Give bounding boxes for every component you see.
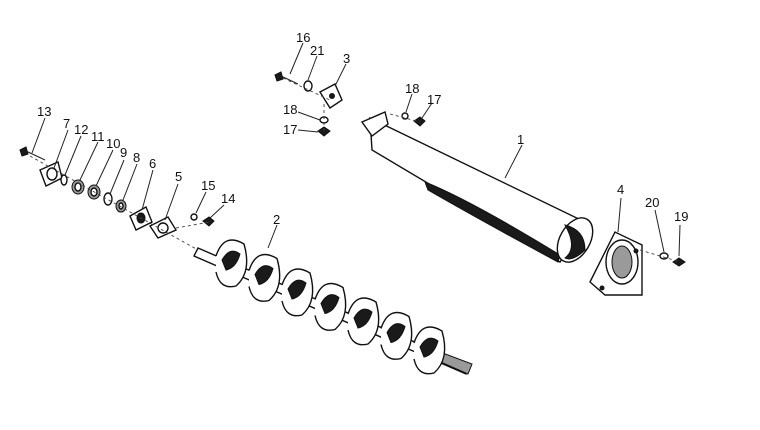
bearing-flange-part-5 (148, 216, 178, 239)
callout-14: 14 (221, 191, 235, 206)
callout-1: 1 (517, 132, 524, 147)
callout-18a: 18 (283, 102, 297, 117)
nut-part-17a (317, 126, 331, 137)
callout-17b: 17 (427, 92, 441, 107)
callout-13: 13 (37, 104, 51, 119)
circlip-part-12 (60, 174, 68, 186)
callout-3: 3 (343, 51, 350, 66)
washer-part-18b (401, 112, 409, 120)
bearing-housing-part-7 (39, 161, 63, 187)
callout-16: 16 (296, 30, 310, 45)
nut-part-19 (672, 257, 686, 267)
bolt-part-13 (19, 146, 46, 161)
callout-20: 20 (645, 195, 659, 210)
callout-7: 7 (63, 116, 70, 131)
callout-8: 8 (133, 150, 140, 165)
callout-18b: 18 (405, 81, 419, 96)
callout-10: 10 (106, 136, 120, 151)
callout-6: 6 (149, 156, 156, 171)
auger-flight-shadow (353, 308, 373, 329)
leader-lines (31, 42, 681, 257)
callout-5: 5 (175, 169, 182, 184)
washer-part-20 (659, 252, 669, 260)
washer-part-15 (190, 213, 198, 221)
bolt-part-16 (274, 71, 299, 85)
auger-flight-shadow (386, 323, 406, 344)
flange-plate-part-4 (589, 231, 643, 296)
auger-flight-shadow (419, 337, 439, 358)
callout-11: 11 (91, 129, 105, 144)
nut-part-14 (202, 216, 215, 227)
assembly-lines (29, 77, 681, 263)
bearing-part-11 (71, 179, 85, 195)
washer-part-21 (303, 80, 313, 92)
auger-flight-shadow (287, 279, 307, 300)
auger-screw-part-2 (193, 239, 473, 375)
auger-flight-shadow (254, 265, 274, 286)
callout-15: 15 (201, 178, 215, 193)
callout-2: 2 (273, 212, 280, 227)
bracket-part-3 (319, 83, 343, 109)
callout-21: 21 (310, 43, 324, 58)
auger-flight-shadow (221, 250, 241, 271)
auger-flight-shadow (320, 294, 340, 315)
callout-labels: 1 2 3 4 5 6 7 8 9 10 11 12 13 14 15 16 1… (37, 30, 688, 227)
washer-part-8 (115, 199, 127, 213)
callout-17a: 17 (283, 122, 297, 137)
auger-tube-part-1 (360, 111, 594, 263)
callout-4: 4 (617, 182, 624, 197)
callout-19: 19 (674, 209, 688, 224)
callout-9: 9 (120, 145, 127, 160)
ring-part-9 (103, 192, 113, 206)
callout-12: 12 (74, 122, 88, 137)
